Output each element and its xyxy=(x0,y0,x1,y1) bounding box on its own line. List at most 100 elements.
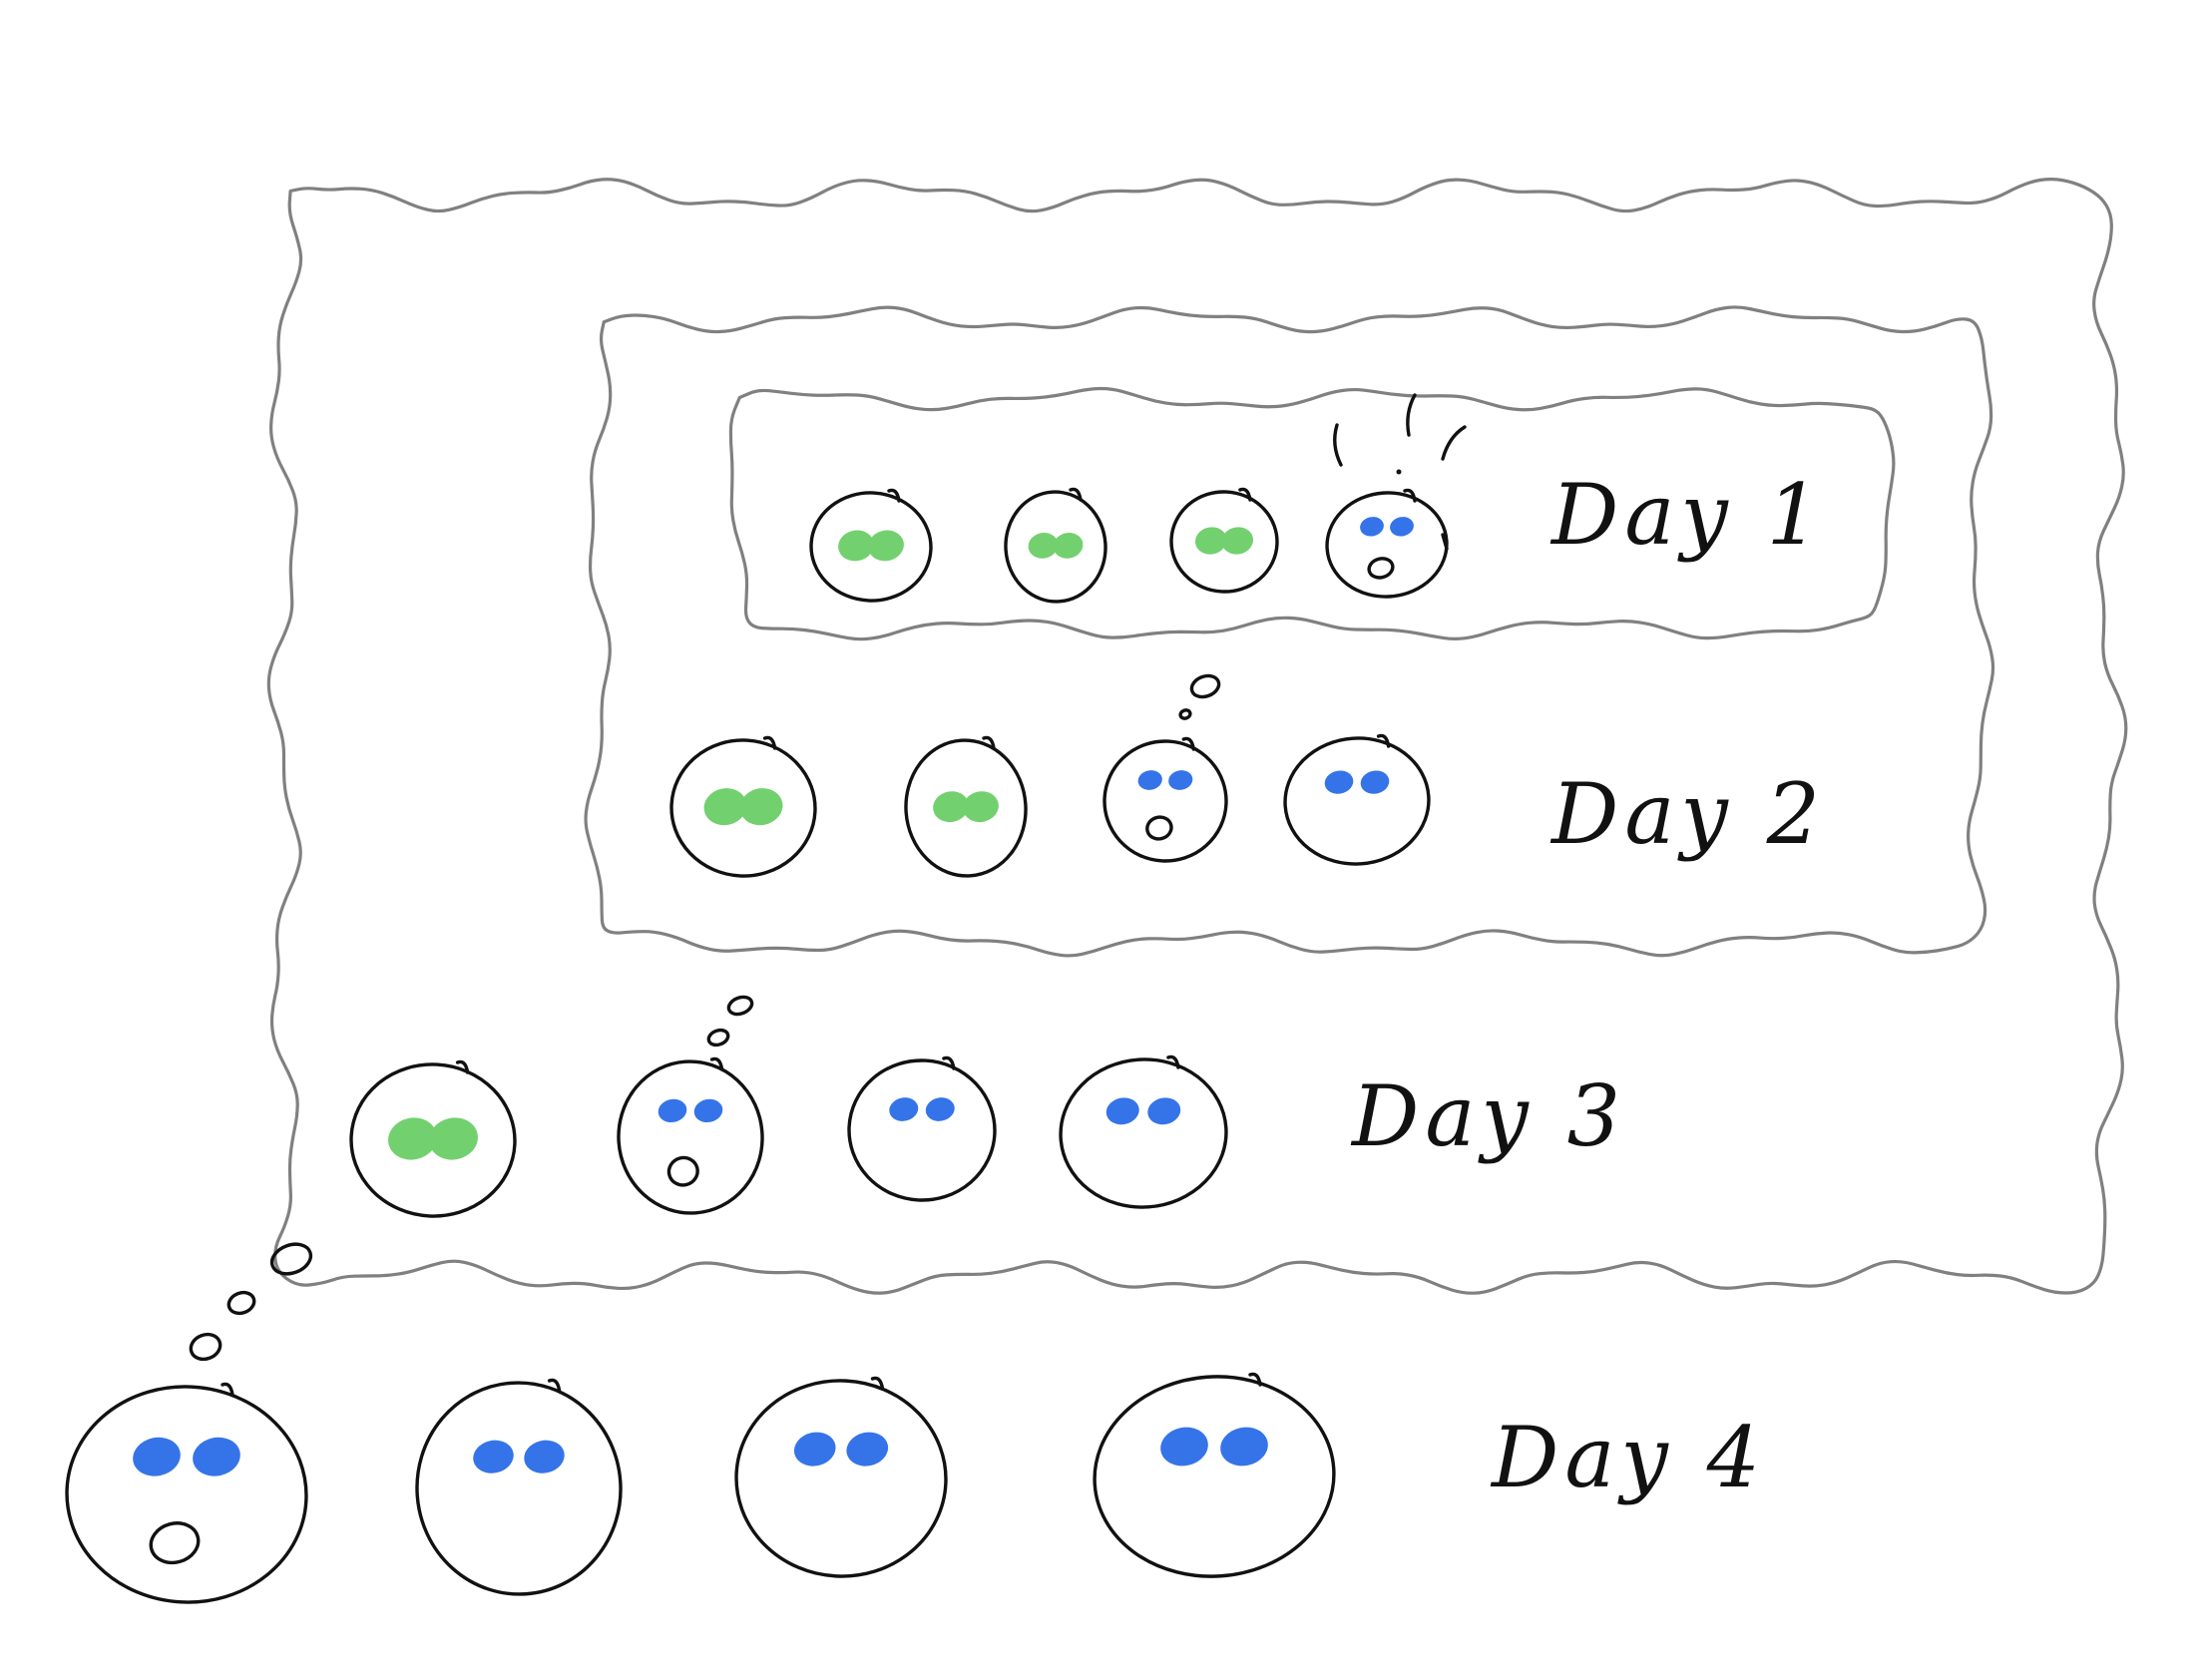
green-eye-right xyxy=(963,791,999,823)
blue-eye-right xyxy=(1360,770,1390,794)
blue-eye-left xyxy=(658,1098,687,1123)
green-eye-right xyxy=(429,1117,478,1160)
face xyxy=(847,1055,997,1202)
thought-bubble-icon xyxy=(706,1028,730,1048)
green-eye-right xyxy=(739,788,783,826)
blue-eye-left xyxy=(1105,1097,1139,1125)
face xyxy=(1004,487,1107,604)
face-outline xyxy=(1325,491,1449,599)
face-outline xyxy=(734,1379,948,1578)
face-outline xyxy=(1169,490,1279,594)
face-outline xyxy=(1004,490,1107,604)
face xyxy=(65,1382,308,1604)
thought-bubble-icon xyxy=(1178,708,1192,720)
blue-eye-right xyxy=(1168,770,1193,790)
hair-tick-icon xyxy=(1376,733,1391,748)
green-eye-left xyxy=(388,1117,437,1160)
blue-eye-right xyxy=(846,1432,889,1467)
open-mouth xyxy=(1367,557,1395,580)
hair-tick-icon xyxy=(870,1376,885,1391)
blue-eye-right xyxy=(693,1098,723,1123)
faces-layer xyxy=(65,393,1467,1604)
blue-eye-right xyxy=(1220,1427,1268,1467)
exclamation-marks-icon xyxy=(1333,393,1467,551)
face xyxy=(734,1376,948,1578)
green-eye-right xyxy=(1221,527,1254,555)
face-outline xyxy=(847,1058,997,1202)
face xyxy=(904,735,1028,878)
face-outline xyxy=(1059,1057,1228,1209)
blue-eye-left xyxy=(1360,517,1384,537)
day-4-label: Day 4 xyxy=(1490,1409,1766,1506)
thought-clouds xyxy=(266,177,2128,1295)
green-eye-right xyxy=(1053,533,1084,559)
face-outline xyxy=(904,738,1028,878)
face xyxy=(1283,733,1431,866)
face-outline xyxy=(349,1062,517,1218)
blue-eye-right xyxy=(193,1437,240,1476)
day-2-label: Day 2 xyxy=(1549,765,1826,863)
green-eye-left xyxy=(1028,533,1059,559)
thought-cloud-day-1 xyxy=(728,386,1896,641)
face xyxy=(1059,1054,1228,1209)
hair-tick-icon xyxy=(455,1059,470,1074)
thought-bubble-icon xyxy=(226,1290,256,1316)
face xyxy=(1102,736,1228,863)
hair-tick-icon xyxy=(982,735,996,750)
hair-tick-icon xyxy=(1238,487,1252,502)
open-mouth xyxy=(666,1155,699,1187)
thought-cloud-day-3 xyxy=(266,177,2128,1295)
face-row-day-2 xyxy=(669,733,1431,878)
blue-eye-left xyxy=(1324,770,1354,794)
hair-tick-icon xyxy=(1166,1054,1180,1069)
face xyxy=(1325,393,1467,599)
blue-eye-left xyxy=(1137,770,1162,790)
face xyxy=(1093,1372,1336,1578)
face-outline xyxy=(415,1381,623,1596)
thought-trails xyxy=(189,673,1221,1362)
hair-tick-icon xyxy=(1248,1372,1262,1387)
face-outline xyxy=(617,1059,764,1215)
blue-eye-left xyxy=(133,1437,181,1476)
day-3-label: Day 3 xyxy=(1350,1067,1626,1165)
open-mouth xyxy=(149,1521,201,1565)
face-outline xyxy=(669,738,817,878)
day-labels: Day 1 Day 2 Day 3 Day 4 xyxy=(1350,466,1826,1506)
thought-cloud-day-2 xyxy=(584,305,1995,958)
hair-tick-icon xyxy=(709,1056,724,1071)
blue-eye-right xyxy=(1147,1097,1181,1125)
face-outline xyxy=(809,491,933,603)
face-outline xyxy=(1093,1375,1336,1578)
green-eye-left xyxy=(703,788,747,826)
face-outline xyxy=(1102,739,1228,863)
blue-eye-right xyxy=(925,1097,955,1121)
green-eye-left xyxy=(1194,527,1227,555)
green-eye-left xyxy=(933,791,969,823)
blue-eye-left xyxy=(793,1432,836,1467)
face-outline xyxy=(65,1385,308,1604)
blue-eye-right xyxy=(1390,517,1414,537)
thought-bubble-icon xyxy=(269,1242,313,1276)
green-eye-left xyxy=(838,530,874,562)
blue-eye-left xyxy=(889,1097,919,1121)
hair-tick-icon xyxy=(762,735,777,750)
hair-tick-icon xyxy=(547,1378,562,1393)
thought-bubble-icon xyxy=(726,995,754,1017)
blue-eye-right xyxy=(524,1440,565,1473)
green-eye-right xyxy=(868,530,904,562)
blue-eye-left xyxy=(1160,1427,1208,1467)
face xyxy=(415,1378,623,1596)
hair-tick-icon xyxy=(1069,487,1083,502)
day-1-label: Day 1 xyxy=(1549,466,1826,564)
face-row-day-4 xyxy=(65,1372,1336,1604)
face xyxy=(809,488,933,603)
blue-eye-left xyxy=(473,1440,514,1473)
face-row-day-3 xyxy=(349,1054,1228,1218)
thought-bubble-icon xyxy=(1189,673,1221,699)
face xyxy=(669,735,817,878)
face-row-day-1 xyxy=(809,393,1467,604)
hair-tick-icon xyxy=(942,1055,956,1070)
hair-tick-icon xyxy=(1181,736,1195,751)
hair-tick-icon xyxy=(220,1382,234,1397)
